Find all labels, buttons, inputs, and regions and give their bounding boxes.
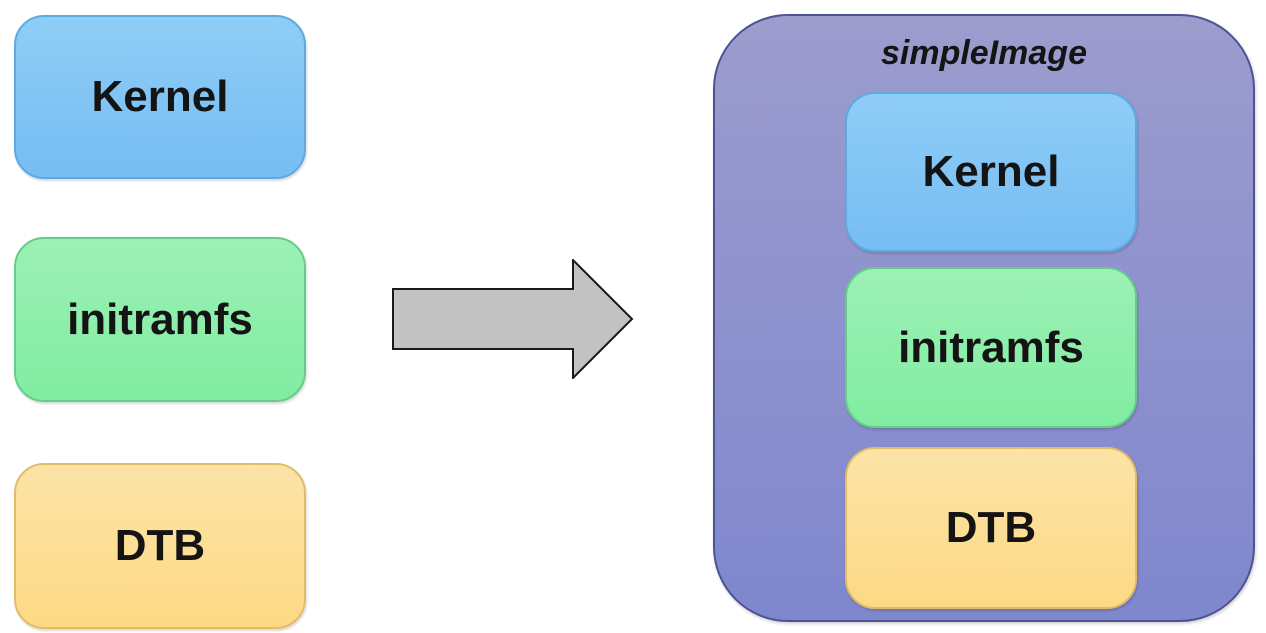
initramfs-box-inner: initramfs <box>845 267 1137 428</box>
kernel-box-label: Kernel <box>91 72 229 121</box>
kernel-box: Kernel <box>14 15 306 179</box>
initramfs-box: initramfs <box>14 237 306 402</box>
dtb-box: DTB <box>14 463 306 629</box>
right-arrow-icon <box>392 259 634 379</box>
initramfs-box-label: initramfs <box>67 294 253 344</box>
kernel-box-inner: Kernel <box>845 92 1137 252</box>
simpleimage-container: simpleImage Kernel initramfs DTB <box>713 14 1255 622</box>
dtb-box-label: DTB <box>114 521 206 570</box>
simpleimage-title: simpleImage <box>881 34 1087 72</box>
dtb-box-inner: DTB <box>845 447 1137 609</box>
kernel-box-inner-label: Kernel <box>922 147 1060 196</box>
dtb-box-inner-label: DTB <box>945 503 1037 552</box>
initramfs-box-inner-label: initramfs <box>898 322 1084 372</box>
